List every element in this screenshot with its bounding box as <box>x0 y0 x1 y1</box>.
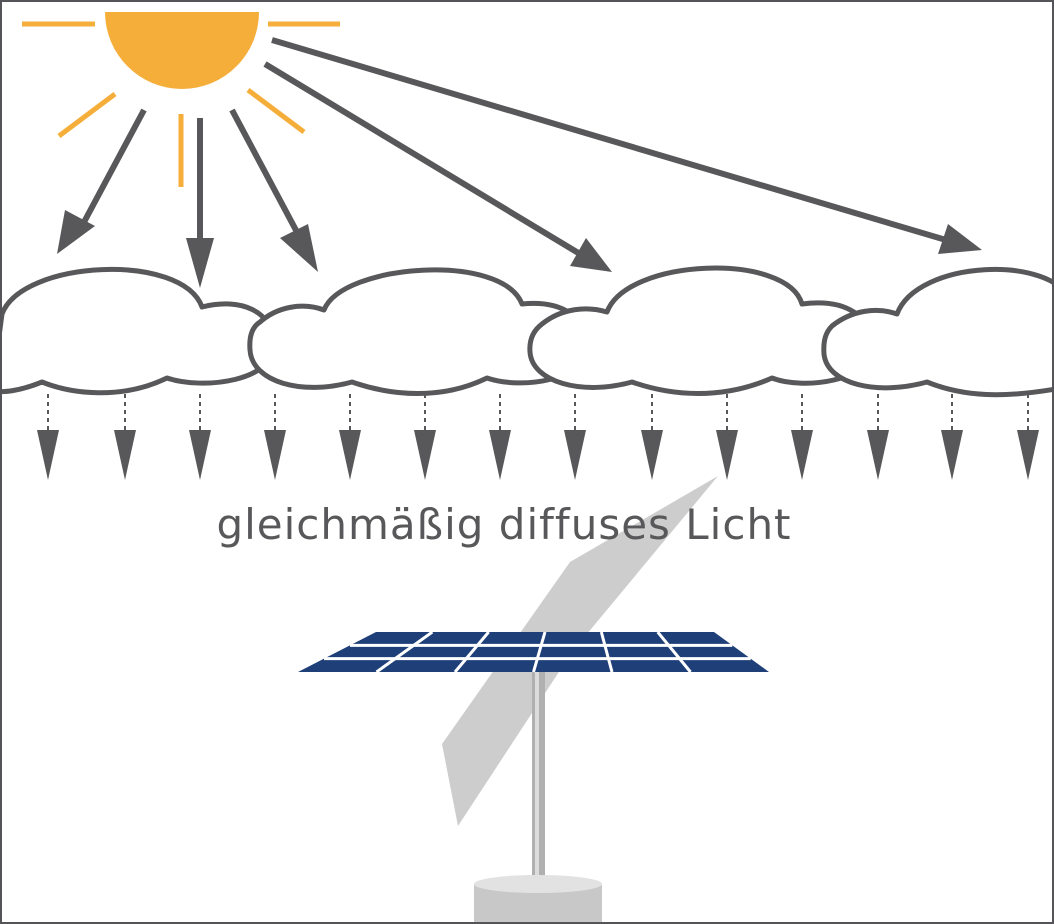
sun-ray <box>246 88 306 134</box>
sun-arrow <box>186 118 214 288</box>
panel-grid-line <box>375 630 434 674</box>
base <box>474 884 602 922</box>
cloud-icon <box>527 265 875 396</box>
panel-surface <box>298 632 769 672</box>
diffuse-arrow <box>716 394 738 480</box>
pole-highlight <box>535 666 539 884</box>
diffuse-arrow <box>414 394 436 480</box>
panel-grid-line <box>532 631 547 673</box>
sun-arrow <box>229 108 318 272</box>
diffuse-arrow <box>941 394 963 480</box>
diffuse-arrow <box>564 394 586 480</box>
diffuse-arrow <box>114 394 136 480</box>
diffuse-arrow <box>339 394 361 480</box>
sun-arrow <box>57 108 147 254</box>
caption: gleichmäßig diffuses Licht <box>216 500 792 549</box>
diffuse-arrows <box>37 394 1039 480</box>
cloud-icon <box>821 267 1052 398</box>
cloud-icon <box>2 266 277 396</box>
sun-arrow <box>263 61 612 272</box>
base-top <box>474 875 602 893</box>
tracker-mount <box>474 666 602 922</box>
diffuse-arrow <box>1017 394 1039 480</box>
clouds <box>2 265 1052 398</box>
sun-ray <box>57 92 117 138</box>
diffuse-arrow <box>489 394 511 480</box>
solar-panel-icon <box>298 630 769 674</box>
sun-arrow <box>271 37 982 254</box>
sun-rays <box>22 21 340 187</box>
panel-shadow <box>442 476 718 826</box>
sun-icon <box>22 12 340 187</box>
diffuse-arrow <box>37 394 59 480</box>
panel-grid <box>324 630 751 674</box>
panel-grid-line <box>599 631 614 673</box>
diffuse-arrow <box>791 394 813 480</box>
sun-arrows <box>57 37 982 288</box>
diffuse-arrow <box>264 394 286 480</box>
sun-disc <box>105 12 259 89</box>
diffuse-arrow <box>189 394 211 480</box>
diffuse-arrow <box>641 394 663 480</box>
panel-grid-line <box>656 631 692 673</box>
panel-grid-line <box>453 631 490 673</box>
diffuse-arrow <box>867 394 889 480</box>
